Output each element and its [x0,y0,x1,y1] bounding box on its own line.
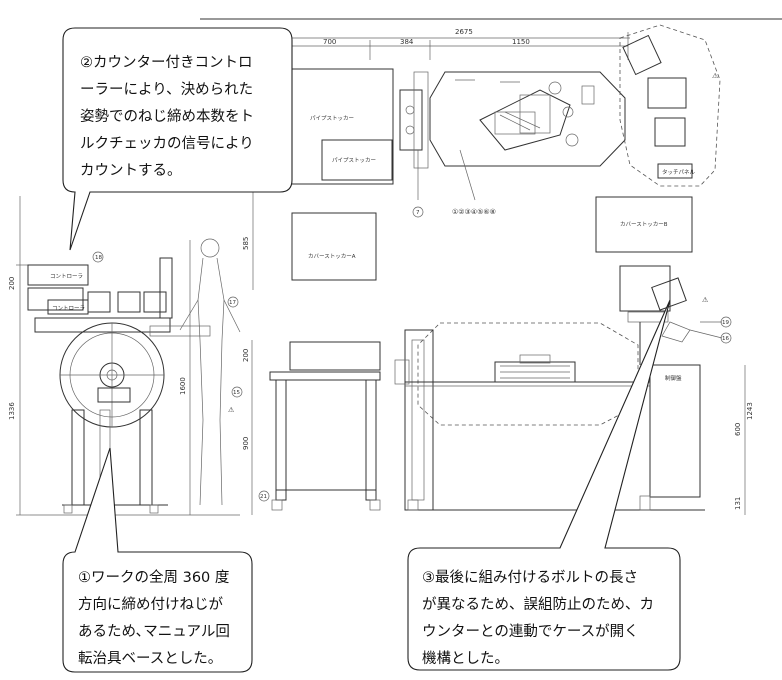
right-front-view: 制御盤 1243 600 131 19 16 ⚠ [394,265,754,515]
dim-384: 384 [400,38,414,46]
marker-18: 18 [95,255,102,261]
marker-15: 15 [233,390,240,396]
marker-7: 7 [416,210,420,216]
controller-label-1: コントローラ [50,273,83,280]
dim-1150: 1150 [512,38,530,46]
touch-panel-label: タッチパネル [662,168,696,176]
warning-icon-right: ⚠ [702,296,709,304]
plan-robot [479,81,595,151]
marker-19: 19 [722,320,729,326]
dim-600: 600 [734,423,742,436]
pipe-stocker-label: パイプストッカー [310,115,354,122]
cover-stocker-a-box [291,212,377,281]
callout-3-text: ③最後に組み付けるボルトの長さ が異なるため、誤組防止のため、カ ウンターとの連… [422,570,654,667]
dim-1600: 1600 [179,377,187,395]
marker-16: 16 [722,336,729,342]
dim-200-mid: 200 [242,349,250,362]
dim-2675: 2675 [455,28,473,36]
callout-bubble-1 [62,447,253,673]
marker-17: 17 [229,300,236,306]
middle-front-view: 200 900 15 21 [231,340,381,515]
warning-icon: ⚠ [712,72,719,80]
dim-131: 131 [734,497,742,510]
dim-900: 900 [242,437,250,450]
callout-bubble-3 [407,299,681,671]
left-front-view: 1336 200 コントローラ コントローラ 18 [8,196,241,516]
controller-top [27,264,89,286]
top-dimension-chain: 2675 700 384 1150 [274,28,630,60]
dim-1243: 1243 [746,402,754,420]
touch-panel-box [657,163,693,179]
control-panel-label: 制御盤 [665,374,682,382]
plan-fixture [399,89,423,151]
workpiece-transmission [494,354,576,383]
cover-stocker-b-label: カバーストッカーB [620,221,668,228]
pipe-stocker-sub-box [321,139,393,181]
dim-200-left: 200 [8,277,16,290]
cover-stocker-b-box [595,196,693,253]
human-figure [149,238,241,506]
controller-label-2: コントローラ [52,305,85,312]
pipe-stocker-sub-label: パイプストッカー [332,157,376,164]
marker-sequence: ①②③④⑤⑥⑧ [452,208,496,216]
right-cell-outline [417,322,639,426]
marker-7-circle [412,206,424,218]
robot-cell-outline [429,71,626,167]
pipe-stocker-box [275,68,394,185]
bolt-case [619,265,691,343]
control-panel-box [649,364,701,498]
callout-bubble-2 [62,27,293,251]
warning-icon-left: ⚠ [228,406,235,414]
rotary-base-plate [34,317,171,333]
cover-stocker-front [289,341,381,371]
right-station-outline [619,24,721,187]
callout-1-text: ①ワークの全周 360 度 方向に締め付けねじが あるため､マニュアル回 転治具… [78,570,230,667]
marker-21: 21 [260,494,267,500]
dim-700: 700 [323,38,336,46]
dim-585: 585 [242,237,250,250]
plan-view: パイプストッカー パイプストッカー 7 ①②③④⑤⑥⑧ [242,24,721,290]
cover-stocker-a-label: カバーストッカーA [308,253,356,260]
callout-2-text: ②カウンター付きコントロ ーラーにより、決められた 姿勢でのねじ締め本数をト ル… [80,55,254,179]
dim-1336: 1336 [8,402,16,420]
